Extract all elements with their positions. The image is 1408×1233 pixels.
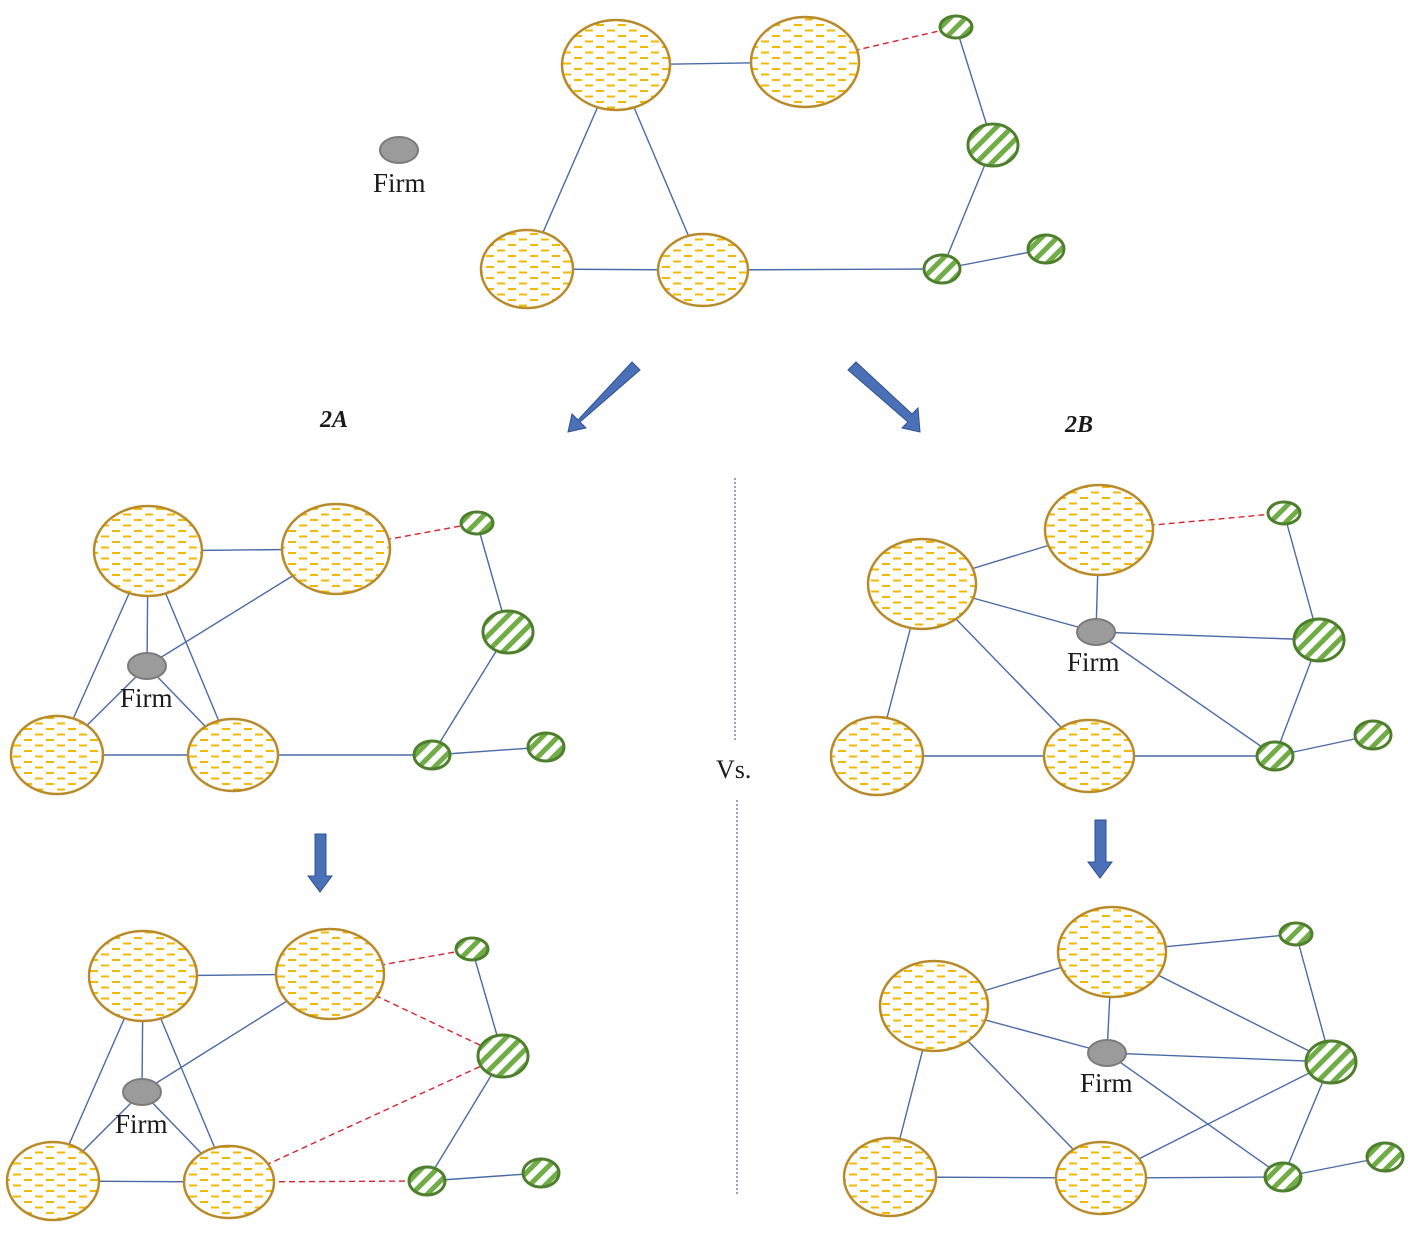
nodes-2A-step1	[9, 502, 566, 796]
panel-label-2a: 2A	[319, 407, 348, 433]
tie-g2-g3	[426, 1055, 504, 1182]
arrow-to-2b	[847, 361, 921, 433]
orange-node-o1-2B-step2	[878, 959, 990, 1053]
tie-firm-g2	[1106, 1052, 1332, 1063]
orange-node-o3-initial	[479, 228, 575, 310]
firm-label-2b-step1: Firm	[1067, 647, 1120, 677]
firm-node-2A-step2	[122, 1078, 162, 1106]
orange-node-o2-2A-step2	[274, 927, 386, 1021]
orange-node-o2-2B-step1	[1043, 483, 1155, 577]
green-node-g3-2A-step2	[407, 1165, 447, 1197]
orange-node-o4-2A-step2	[182, 1144, 276, 1220]
green-node-g2-2B-step1	[1292, 617, 1346, 663]
arrow-to-2a	[567, 361, 641, 433]
orange-node-o4-2B-step2	[1054, 1140, 1148, 1216]
green-node-g1-initial	[938, 14, 974, 40]
green-node-g1-2B-step2	[1278, 921, 1314, 947]
tie-firm-g3	[1106, 1052, 1284, 1178]
firm-label-2a-step1: Firm	[120, 683, 173, 713]
arrow-2b-down	[1087, 819, 1113, 879]
green-node-g2-2A-step2	[476, 1033, 530, 1079]
green-node-g2-2A-step1	[481, 609, 535, 655]
green-node-g1-2A-step2	[454, 936, 490, 962]
green-node-g4-2A-step2	[521, 1157, 561, 1189]
firm-label-initial: Firm	[373, 168, 426, 198]
arrow-2a-down	[307, 833, 333, 893]
tie-firm-g3	[1095, 631, 1276, 757]
nodes-2A-step2	[5, 927, 561, 1222]
versus-label: Vs.	[716, 755, 751, 784]
green-node-g3-2B-step1	[1255, 740, 1295, 772]
orange-node-o1-2A-step1	[92, 504, 204, 598]
green-node-g4-2B-step1	[1353, 719, 1393, 751]
orange-node-o3-2A-step1	[9, 714, 105, 796]
orange-node-o3-2B-step1	[829, 715, 925, 797]
green-node-g2-initial	[966, 122, 1020, 168]
tie-firm-g2	[1095, 631, 1320, 641]
firm-node-initial	[379, 136, 419, 164]
orange-node-o2-2B-step2	[1056, 905, 1168, 999]
firm-node-2A-step1	[127, 652, 167, 680]
green-node-g3-2B-step2	[1263, 1161, 1303, 1193]
firm-label-2b-step2: Firm	[1080, 1068, 1133, 1098]
firm-node-2B-step1	[1076, 618, 1116, 646]
firm-node-2B-step2	[1087, 1039, 1127, 1067]
nodes-layer	[5, 14, 1405, 1222]
nodes-2B-step2	[842, 905, 1405, 1218]
green-node-g1-2A-step1	[459, 510, 495, 536]
green-node-g4-initial	[1026, 233, 1066, 265]
orange-node-o1-2A-step2	[87, 929, 199, 1023]
orange-node-o3-2B-step2	[842, 1136, 938, 1218]
orange-node-o4-2B-step1	[1042, 718, 1136, 794]
orange-node-o4-initial	[656, 232, 750, 308]
green-node-g1-2B-step1	[1266, 500, 1302, 526]
green-node-g2-2B-step2	[1304, 1039, 1358, 1085]
panel-label-2b: 2B	[1064, 412, 1093, 438]
orange-node-o1-initial	[560, 18, 672, 112]
firm-label-2a-step2: Firm	[115, 1109, 168, 1139]
orange-node-o1-2B-step1	[866, 537, 978, 631]
edges-layer	[52, 26, 1386, 1183]
orange-node-o2-2A-step1	[280, 502, 392, 596]
nodes-initial	[379, 14, 1066, 310]
tie-g2-g3	[431, 631, 509, 756]
orange-node-o2-initial	[749, 15, 861, 109]
green-node-g4-2A-step1	[526, 731, 566, 763]
missing-tie-o4-g2	[228, 1055, 504, 1183]
green-node-g3-2A-step1	[412, 739, 452, 771]
green-node-g3-initial	[922, 253, 962, 285]
orange-node-o3-2A-step2	[5, 1140, 101, 1222]
nodes-2B-step1	[829, 483, 1393, 797]
orange-node-o4-2A-step1	[186, 717, 280, 793]
green-node-g4-2B-step2	[1365, 1141, 1405, 1173]
